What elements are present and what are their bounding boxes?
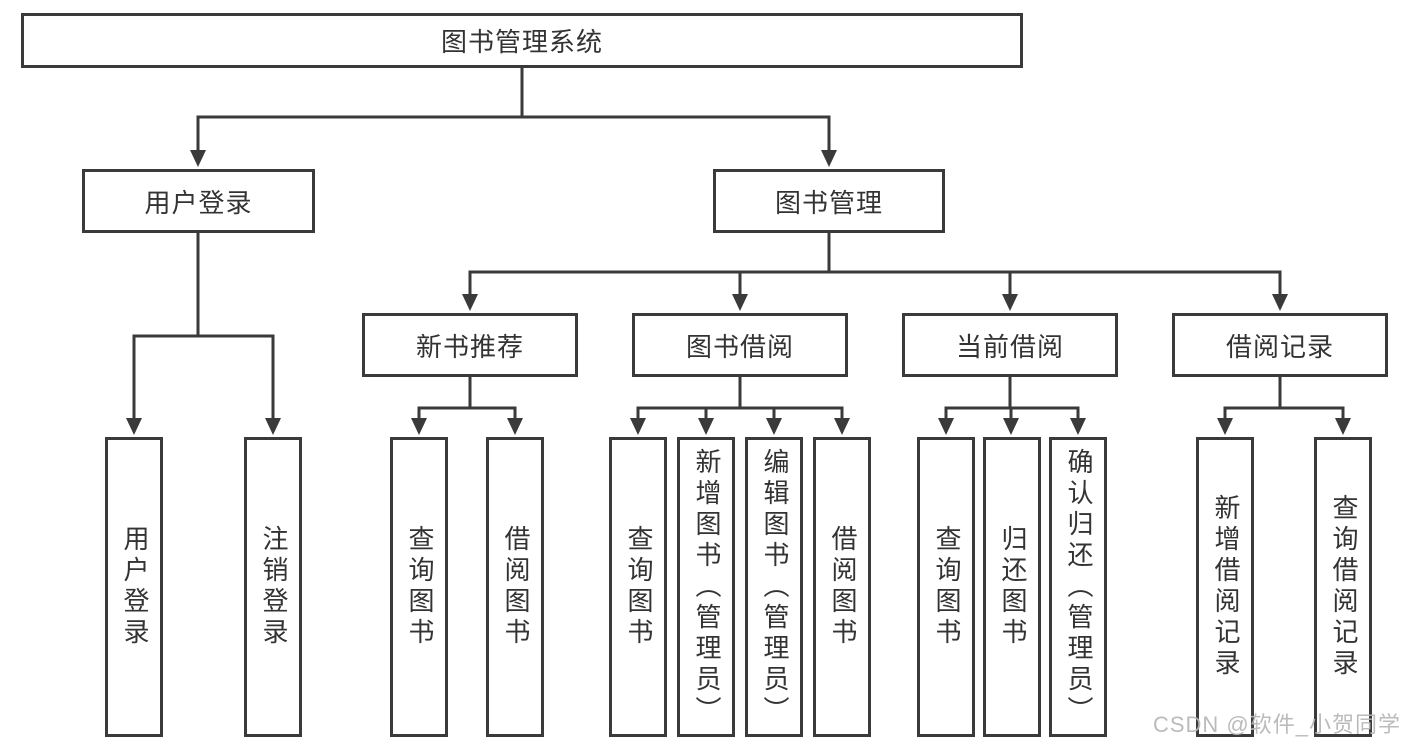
leaf-label: 借阅图书 <box>500 525 531 649</box>
leaf-confirm-return-admin: 确认归还（管理员） <box>1049 437 1107 737</box>
node-user-login: 用户登录 <box>82 169 315 233</box>
leaf-label: 新增图书（管理员） <box>691 447 722 727</box>
leaf-add-book-admin: 新增图书（管理员） <box>677 437 735 737</box>
node-borrow-records: 借阅记录 <box>1172 313 1388 377</box>
leaf-label: 查询图书 <box>404 525 435 649</box>
leaf-label: 借阅图书 <box>827 525 858 649</box>
leaf-add-borrow-record: 新增借阅记录 <box>1196 437 1254 737</box>
leaf-label: 查询图书 <box>931 525 962 649</box>
leaf-query-books-current: 查询图书 <box>917 437 975 737</box>
leaf-query-books-recommend: 查询图书 <box>390 437 448 737</box>
node-current-borrow: 当前借阅 <box>902 313 1118 377</box>
leaf-logout: 注销登录 <box>244 437 302 737</box>
leaf-label: 查询借阅记录 <box>1328 494 1359 680</box>
leaf-borrow-books-recommend: 借阅图书 <box>486 437 544 737</box>
node-book-management: 图书管理 <box>713 169 945 233</box>
csdn-watermark: CSDN @软件_小贺同学 <box>1152 712 1401 737</box>
leaf-label: 用户登录 <box>119 525 150 649</box>
leaf-query-borrow-record: 查询借阅记录 <box>1314 437 1372 737</box>
leaf-user-login: 用户登录 <box>105 437 163 737</box>
leaf-return-book: 归还图书 <box>983 437 1041 737</box>
node-root: 图书管理系统 <box>21 13 1023 68</box>
leaf-label: 归还图书 <box>997 525 1028 649</box>
leaf-label: 编辑图书（管理员） <box>759 447 790 727</box>
leaf-label: 查询图书 <box>623 525 654 649</box>
leaf-borrow-books: 借阅图书 <box>813 437 871 737</box>
leaf-label: 注销登录 <box>258 525 289 649</box>
node-new-book-recommend: 新书推荐 <box>362 313 578 377</box>
leaf-edit-book-admin: 编辑图书（管理员） <box>745 437 803 737</box>
leaf-label: 新增借阅记录 <box>1210 494 1241 680</box>
leaf-label: 确认归还（管理员） <box>1063 447 1094 727</box>
node-book-borrow: 图书借阅 <box>632 313 848 377</box>
leaf-query-books-borrow: 查询图书 <box>609 437 667 737</box>
